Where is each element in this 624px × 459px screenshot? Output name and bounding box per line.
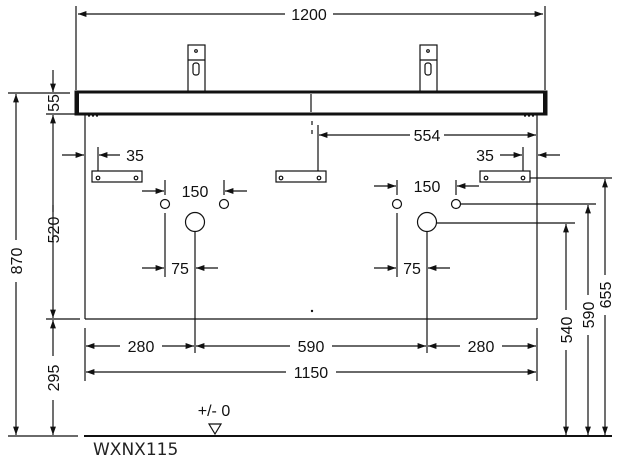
cabinet-width-label: 1150 [294, 365, 329, 382]
drain-offset-right-label: 75 [403, 261, 421, 278]
waste-spacing-left-label: 150 [182, 184, 209, 201]
bracket-span-label: 554 [414, 128, 441, 145]
floor-level-label: +/- 0 [198, 403, 231, 420]
height-bracket-label: 655 [598, 282, 615, 309]
bracket-left [91, 170, 143, 183]
dimension-overall-width: 1200 [75, 6, 546, 90]
floor-level-marker: +/- 0 [198, 403, 231, 436]
model-code: WXNX115 [93, 440, 178, 459]
dimension-cabinet-width: 1150 [85, 365, 536, 382]
plumbing-left: 150 75 [142, 180, 247, 353]
overall-width-label: 1200 [291, 7, 327, 24]
dimension-left-heights: 55 520 295 870 [8, 70, 80, 437]
edge-to-drain-right-label: 280 [468, 339, 495, 356]
dimension-right-heights: 540 590 655 [559, 179, 615, 435]
dimension-drain-positions: 280 590 280 [84, 328, 538, 381]
plumbing-right: 150 75 [374, 179, 479, 353]
faucet-left [187, 44, 206, 93]
bracket-center [275, 170, 327, 183]
plinth-clearance-label: 295 [46, 365, 63, 392]
level-triangle-icon [207, 423, 223, 436]
bracket-right [479, 170, 531, 183]
bracket-offset-right-label: 35 [476, 148, 494, 165]
cabinet-height-label: 520 [46, 217, 63, 244]
cabinet-body [84, 115, 538, 320]
drain-to-drain-label: 590 [298, 339, 325, 356]
faucet-right [419, 44, 438, 93]
edge-to-drain-left-label: 280 [128, 339, 155, 356]
dimension-bracket-offset-right: 35 [476, 147, 560, 171]
drain-offset-left-label: 75 [171, 261, 189, 278]
dimension-bracket-span: 554 [317, 125, 536, 171]
countertop [74, 90, 548, 116]
height-drain-label: 540 [559, 317, 576, 344]
bracket-offset-left-label: 35 [126, 148, 144, 165]
dimension-bracket-offset-left: 35 [62, 147, 144, 171]
height-supply-label: 590 [581, 302, 598, 329]
overall-height-label: 870 [9, 248, 26, 275]
top-thickness-label: 55 [46, 94, 63, 112]
height-reference-lines [437, 177, 612, 224]
waste-spacing-right-label: 150 [414, 179, 441, 196]
